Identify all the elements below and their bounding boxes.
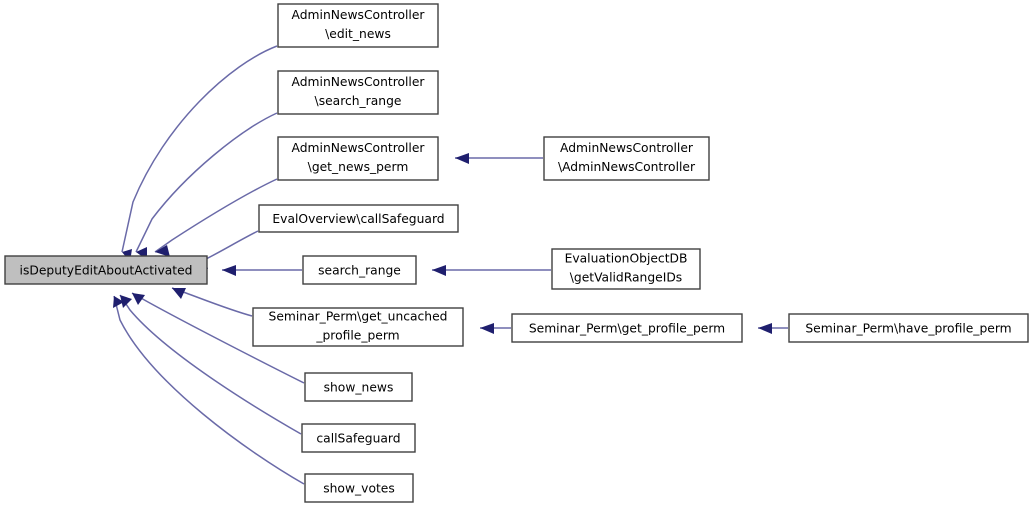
- graph-edge: [222, 265, 302, 276]
- edges-layer: [113, 45, 788, 485]
- graph-node-root[interactable]: isDeputyEditAboutActivated: [4, 255, 208, 285]
- graph-node[interactable]: Seminar_Perm\get_uncached _profile_perm: [252, 307, 464, 347]
- node-box[interactable]: [551, 248, 701, 290]
- graph-edge: [121, 45, 278, 262]
- node-box[interactable]: [277, 70, 439, 115]
- node-box[interactable]: [511, 313, 743, 343]
- graph-node[interactable]: EvalOverview\callSafeguard: [258, 204, 459, 233]
- graph-node[interactable]: AdminNewsController \get_news_perm: [277, 136, 439, 181]
- node-box[interactable]: [302, 255, 417, 285]
- node-box[interactable]: [277, 3, 439, 48]
- node-box[interactable]: [301, 423, 416, 453]
- graph-edge: [154, 178, 278, 257]
- graph-edge: [171, 287, 253, 317]
- graph-node[interactable]: show_votes: [304, 473, 414, 503]
- arrow-head-icon: [455, 153, 469, 164]
- node-label-line1: search_range: [318, 264, 401, 278]
- graph-edge: [119, 294, 302, 435]
- node-box[interactable]: [252, 307, 464, 347]
- node-label-line1: AdminNewsController: [560, 141, 694, 155]
- node-label-line1: EvalOverview\callSafeguard: [272, 212, 444, 226]
- arrow-head-icon: [155, 245, 170, 257]
- node-box[interactable]: [543, 136, 710, 181]
- edge-line: [121, 45, 278, 253]
- node-label-line1: AdminNewsController: [292, 75, 426, 89]
- graph-edge: [758, 323, 788, 334]
- graph-node[interactable]: Seminar_Perm\get_profile_perm: [511, 313, 743, 343]
- node-box[interactable]: [304, 473, 414, 503]
- node-label-line2: \get_news_perm: [308, 160, 409, 174]
- arrow-head-icon: [172, 288, 186, 299]
- edge-line: [113, 295, 305, 485]
- node-box[interactable]: [277, 136, 439, 181]
- graph-node[interactable]: AdminNewsController \edit_news: [277, 3, 439, 48]
- arrow-head-icon: [480, 323, 494, 334]
- node-box[interactable]: [788, 313, 1029, 343]
- arrow-head-icon: [132, 293, 145, 305]
- node-box[interactable]: [304, 372, 413, 402]
- node-label-line1: Seminar_Perm\get_profile_perm: [529, 322, 725, 336]
- node-label-line1: show_news: [324, 381, 394, 395]
- arrow-head-icon: [113, 296, 124, 308]
- graph-node[interactable]: search_range: [302, 255, 417, 285]
- graph-node[interactable]: AdminNewsController \AdminNewsController: [543, 136, 710, 181]
- node-label-line2: \AdminNewsController: [558, 160, 696, 174]
- node-label-line2: \edit_news: [325, 27, 391, 41]
- arrow-head-icon: [432, 265, 446, 276]
- node-box[interactable]: [4, 255, 208, 285]
- node-label-line1: Seminar_Perm\get_uncached: [269, 310, 448, 324]
- graph-edge: [135, 112, 278, 260]
- node-label-line2: \search_range: [315, 94, 402, 108]
- graph-node[interactable]: show_news: [304, 372, 413, 402]
- edge-line: [119, 294, 302, 435]
- node-label-line1: AdminNewsController: [292, 8, 426, 22]
- graph-node[interactable]: EvaluationObjectDB \getValidRangeIDs: [551, 248, 701, 290]
- node-label-line2: \getValidRangeIDs: [570, 271, 682, 285]
- graph-edge: [480, 323, 511, 334]
- edge-line: [131, 292, 305, 384]
- edge-line: [171, 287, 253, 317]
- graph-edge: [113, 295, 305, 485]
- arrow-head-icon: [120, 295, 132, 308]
- node-label-line1: EvaluationObjectDB: [565, 252, 688, 266]
- edge-line: [154, 178, 278, 253]
- graph-edge: [432, 265, 551, 276]
- node-label-line1: show_votes: [323, 482, 395, 496]
- graph-edge: [455, 153, 543, 164]
- edge-line: [135, 112, 278, 253]
- graph-node[interactable]: Seminar_Perm\have_profile_perm: [788, 313, 1029, 343]
- graph-node[interactable]: callSafeguard: [301, 423, 416, 453]
- node-label-line1: AdminNewsController: [292, 141, 426, 155]
- graph-node[interactable]: AdminNewsController \search_range: [277, 70, 439, 115]
- node-label-line1: isDeputyEditAboutActivated: [20, 264, 193, 278]
- node-label-line1: callSafeguard: [316, 432, 400, 446]
- arrow-head-icon: [758, 323, 772, 334]
- nodes-layer: isDeputyEditAboutActivated AdminNewsContr…: [4, 3, 1029, 503]
- graph-edge: [131, 292, 305, 384]
- arrow-head-icon: [222, 265, 236, 276]
- node-box[interactable]: [258, 204, 459, 233]
- node-label-line1: Seminar_Perm\have_profile_perm: [805, 322, 1011, 336]
- node-label-line2: _profile_perm: [315, 329, 399, 343]
